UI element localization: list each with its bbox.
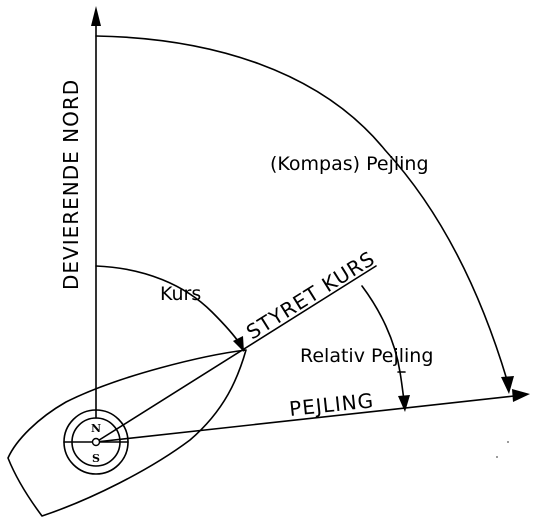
course-label: Kurs [160, 283, 201, 305]
compass-center [91, 437, 101, 447]
stray-dot [496, 456, 498, 458]
compass: N S [63, 409, 129, 475]
north-arrow-head [91, 6, 101, 26]
deviating-north-label: DEVIERENDE NORD [59, 79, 83, 290]
compass-bearing-label: (Kompas) Pejling [270, 153, 429, 175]
compass-bearing-arc [95, 35, 508, 381]
stray-dot [507, 441, 509, 443]
course-arrow-head [233, 336, 244, 352]
compass-south-letter: S [92, 452, 100, 465]
bearing-arrow-head [512, 389, 530, 402]
steered-course-line [95, 265, 377, 443]
compass-north-letter: N [91, 422, 101, 435]
relative-bearing-arc [361, 285, 405, 401]
relative-bearing-label: Relativ Pejling [300, 345, 433, 367]
boat-hull [7, 349, 247, 517]
steered-course-label: STYRET KURS [242, 246, 379, 344]
bearing-line-label: PEJLING [288, 388, 375, 421]
course-arc [95, 265, 241, 345]
bearing-line [95, 395, 515, 443]
compass-bearing-arrow-head [501, 376, 514, 394]
relative-bearing-arrow-head [398, 395, 410, 412]
